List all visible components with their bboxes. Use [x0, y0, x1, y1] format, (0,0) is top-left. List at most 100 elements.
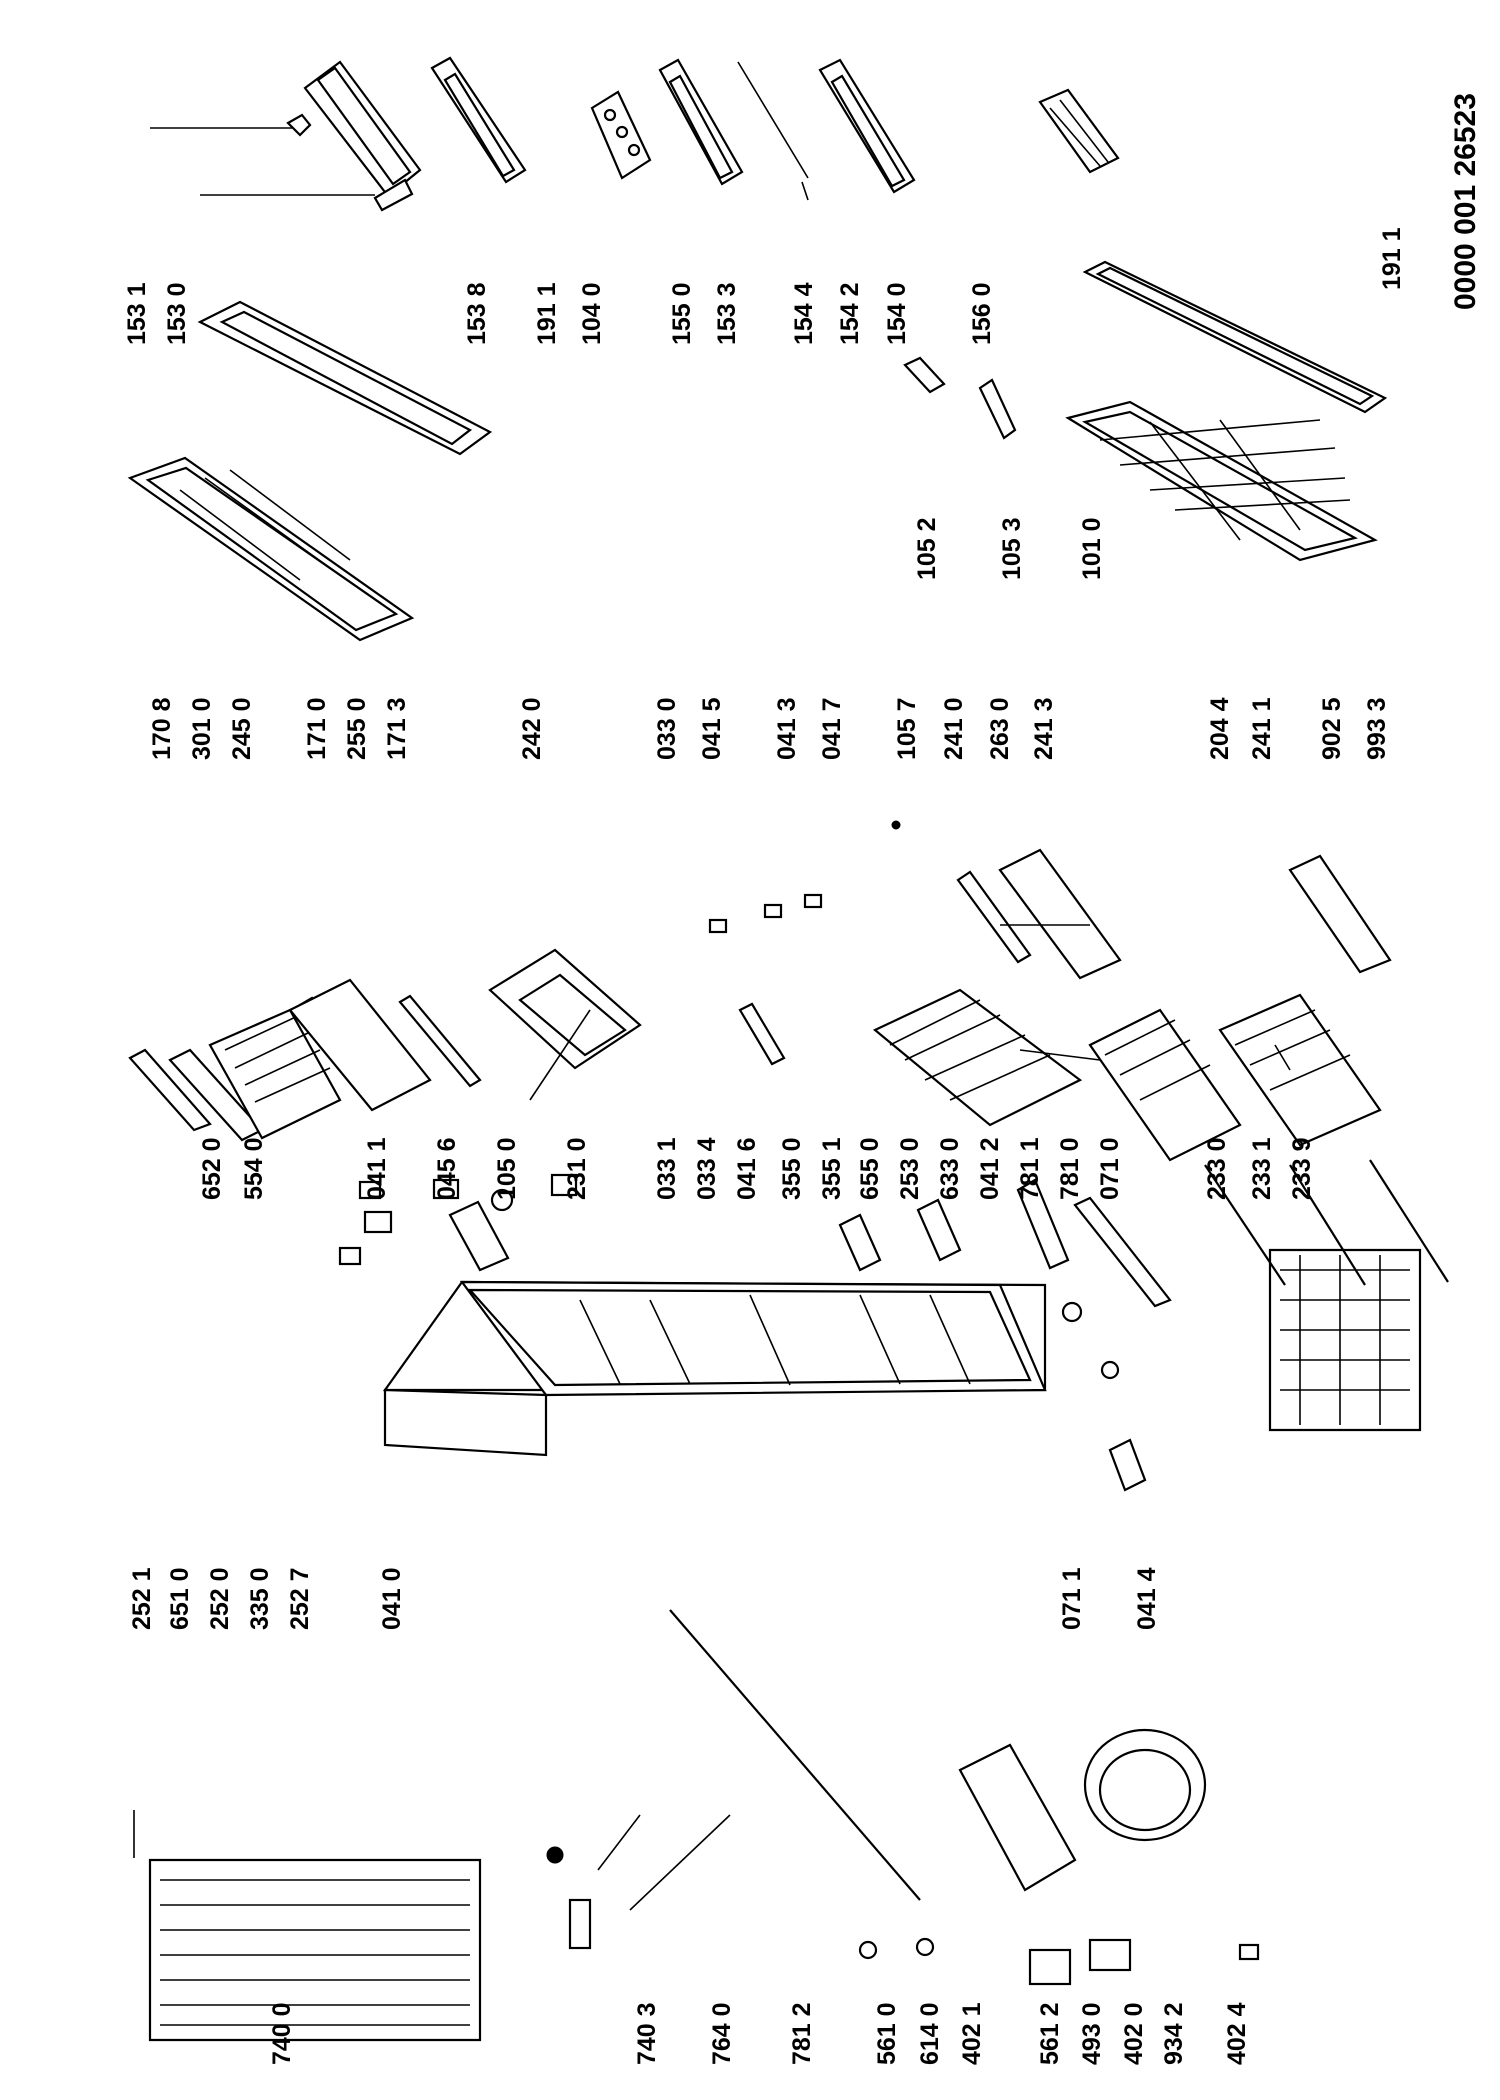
label-1530: 153 0 — [163, 282, 191, 345]
label-9025: 902 5 — [1318, 697, 1346, 760]
label-4024: 402 4 — [1223, 2002, 1251, 2065]
label-2527: 252 7 — [286, 1567, 314, 1630]
document-id: 0000 001 26523 — [1449, 93, 1482, 310]
label-0331: 033 1 — [653, 1137, 681, 1200]
part-handle-1053 — [978, 378, 1017, 440]
label-2420: 242 0 — [518, 697, 546, 760]
label-2339: 233 9 — [1288, 1137, 1316, 1200]
label-7811: 781 1 — [1016, 1137, 1044, 1200]
part-door-shelf-upper — [286, 60, 422, 212]
label-7400: 740 0 — [268, 2002, 296, 2065]
label-1544: 154 4 — [790, 282, 818, 345]
part-flap-2413 — [998, 848, 1122, 980]
part-compressor-4020 — [1083, 1728, 1207, 1842]
label-0413: 041 3 — [773, 697, 801, 760]
label-1050: 105 0 — [493, 1137, 521, 1200]
label-0414: 041 4 — [1133, 1567, 1161, 1630]
label-4020: 402 0 — [1120, 2002, 1148, 2065]
label-6510: 651 0 — [166, 1567, 194, 1630]
part-tray-4021 — [958, 1743, 1077, 1892]
label-3551: 355 1 — [818, 1137, 846, 1200]
label-0710: 071 0 — [1096, 1137, 1124, 1200]
part-labels: 153 1 153 0 153 8 191 1 104 0 155 0 153 … — [123, 93, 1482, 2065]
label-1550: 155 0 — [668, 282, 696, 345]
label-5610: 561 0 — [873, 2002, 901, 2065]
part-drawer-2044 — [1088, 1008, 1242, 1162]
label-1911b: 191 1 — [1378, 227, 1406, 290]
part-small-parts-0330 — [708, 820, 901, 1066]
label-9933: 993 3 — [1363, 697, 1391, 760]
part-relay-4930 — [1088, 1938, 1132, 1972]
label-1052: 105 2 — [913, 517, 941, 580]
label-4021: 402 1 — [958, 2002, 986, 2065]
label-2521: 252 1 — [128, 1567, 156, 1630]
part-filter-7640 — [546, 1846, 592, 1950]
label-2410: 241 0 — [940, 697, 968, 760]
label-3550: 355 0 — [778, 1137, 806, 1200]
part-small-clips-561 — [858, 1937, 935, 1960]
label-1911a: 191 1 — [533, 282, 561, 345]
part-cabinet — [382, 1280, 1047, 1457]
label-2331: 233 1 — [1248, 1137, 1276, 1200]
part-flap-9025 — [1288, 854, 1392, 974]
part-door-shelf-1533 — [658, 58, 744, 186]
label-6140: 614 0 — [916, 2002, 944, 2065]
part-crisper-2420 — [488, 948, 642, 1070]
label-2413: 241 3 — [1030, 697, 1058, 760]
label-2330: 233 0 — [1203, 1137, 1231, 1200]
label-5540: 554 0 — [240, 1137, 268, 1200]
label-1057: 105 7 — [893, 697, 921, 760]
part-gasket-1911-lower — [1082, 260, 1388, 414]
label-7812: 781 2 — [788, 2002, 816, 2065]
part-condenser-7400 — [148, 1858, 482, 2042]
part-misc-controls — [338, 1173, 1147, 1492]
part-glass-shelf-2550 — [288, 978, 432, 1112]
label-1533: 153 3 — [713, 282, 741, 345]
part-flap-2630 — [956, 870, 1032, 964]
label-1710: 171 0 — [303, 697, 331, 760]
part-rod-1544 — [737, 61, 809, 201]
label-1040: 104 0 — [578, 282, 606, 345]
label-6520: 652 0 — [198, 1137, 226, 1200]
label-6550: 655 0 — [856, 1137, 884, 1200]
label-9342: 934 2 — [1160, 2002, 1188, 2065]
label-0417: 041 7 — [818, 697, 846, 760]
label-0411: 041 1 — [363, 1137, 391, 1200]
label-7810: 781 0 — [1056, 1137, 1084, 1200]
part-door-liner-104 — [127, 456, 415, 642]
part-gasket-1911-upper — [197, 300, 493, 456]
label-7640: 764 0 — [708, 2002, 736, 2065]
label-2411: 241 1 — [1248, 697, 1276, 760]
label-0416: 041 6 — [733, 1137, 761, 1200]
leader-lines — [133, 127, 1291, 1911]
part-ice-tray-1560 — [1038, 88, 1120, 174]
part-clip-4024 — [1238, 1943, 1260, 1961]
label-7403: 740 3 — [633, 2002, 661, 2065]
label-5612: 561 2 — [1036, 2002, 1064, 2065]
label-0410: 041 0 — [378, 1567, 406, 1630]
label-2630: 263 0 — [986, 697, 1014, 760]
label-1531: 153 1 — [123, 282, 151, 345]
label-0415: 041 5 — [698, 697, 726, 760]
label-1708: 170 8 — [148, 697, 176, 760]
label-0334: 033 4 — [693, 1137, 721, 1200]
part-pipe-7812 — [669, 1609, 921, 1901]
label-0711: 071 1 — [1058, 1567, 1086, 1630]
label-1560: 156 0 — [968, 282, 996, 345]
part-wire-shelf-2450 — [208, 1008, 342, 1140]
label-2044: 204 4 — [1206, 697, 1234, 760]
part-door-shelf-1538 — [430, 56, 527, 184]
part-evaporator-grid — [1268, 1248, 1422, 1432]
part-basket-2410 — [872, 988, 1083, 1127]
label-6330: 633 0 — [936, 1137, 964, 1200]
part-basket-2411 — [1218, 993, 1382, 1147]
label-3350: 335 0 — [246, 1567, 274, 1630]
label-2530: 253 0 — [896, 1137, 924, 1200]
label-4930: 493 0 — [1078, 2002, 1106, 2065]
label-0456: 045 6 — [433, 1137, 461, 1200]
label-1540: 154 0 — [883, 282, 911, 345]
label-2520: 252 0 — [206, 1567, 234, 1630]
part-rods-233 — [1204, 1159, 1449, 1286]
label-2310: 231 0 — [563, 1137, 591, 1200]
